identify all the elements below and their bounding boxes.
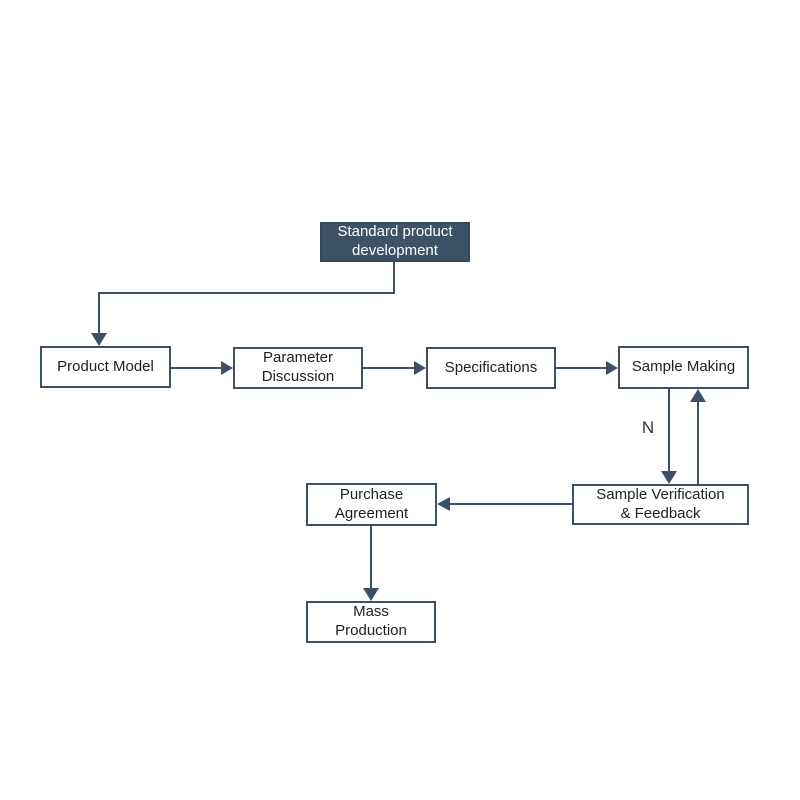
node-specifications: Specifications — [426, 347, 556, 389]
node-sample-making: Sample Making — [618, 346, 749, 389]
node-product-model: Product Model — [40, 346, 171, 388]
arrowhead-product-model — [91, 333, 107, 346]
arrowhead-mass-production-top — [363, 588, 379, 601]
arrowhead-specifications — [414, 361, 426, 375]
arrowhead-sample-making-bottom — [690, 389, 706, 402]
node-parameter-discussion: Parameter Discussion — [233, 347, 363, 389]
node-standard-product-development: Standard product development — [320, 222, 470, 262]
edge-standard-to-product-model — [98, 262, 395, 337]
arrowhead-verification-top — [661, 471, 677, 484]
arrowhead-purchase-right — [437, 497, 450, 511]
arrowhead-sample-making-left — [606, 361, 618, 375]
node-mass-production: Mass Production — [306, 601, 436, 643]
node-purchase-agreement: Purchase Agreement — [306, 483, 437, 526]
edge-label-n: N — [641, 418, 655, 437]
arrowhead-parameter — [221, 361, 233, 375]
node-sample-verification-feedback: Sample Verification & Feedback — [572, 484, 749, 525]
